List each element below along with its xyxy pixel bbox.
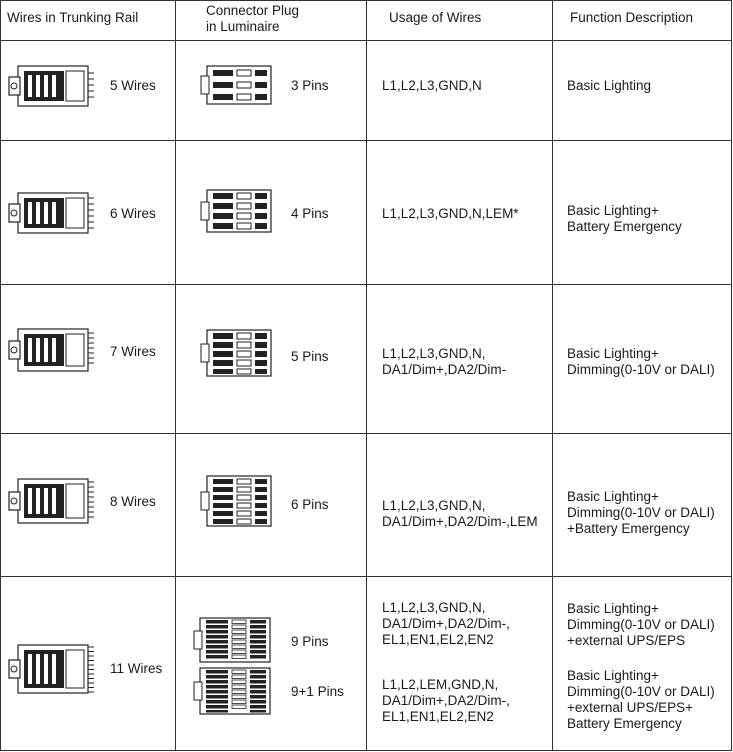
pins-count: 9 Pins <box>291 634 329 649</box>
connector-plug-image <box>192 666 274 716</box>
function-description: Basic Lighting+ Battery Emergency <box>567 203 682 234</box>
wires-count: 5 Wires <box>110 78 156 93</box>
header-connector-plug: Connector Plug in Luminaire <box>206 3 300 34</box>
wires-count: 7 Wires <box>110 344 156 359</box>
function-description: Basic Lighting+ Dimming(0-10V or DALI) <box>567 346 715 377</box>
trunking-rail-connector-image <box>6 190 96 236</box>
function-description: Basic Lighting <box>567 78 652 93</box>
wire-usage: L1,L2,L3,GND,N, DA1/Dim+,DA2/Dim- <box>382 346 507 377</box>
wire-usage: L1,L2,L3,GND,N,LEM* <box>382 206 519 221</box>
connector-plug-image <box>199 328 277 378</box>
function-description: Basic Lighting+ Dimming(0-10V or DALI) +… <box>567 668 715 731</box>
connector-plug-image <box>199 64 277 106</box>
trunking-rail-connector-image <box>6 476 96 526</box>
trunking-rail-connector-image <box>6 642 96 696</box>
pins-count: 5 Pins <box>291 349 329 364</box>
wires-count: 8 Wires <box>110 494 156 509</box>
wire-usage: L1,L2,L3,GND,N <box>382 78 482 93</box>
connector-plug-image <box>199 474 277 528</box>
pins-count: 4 Pins <box>291 206 329 221</box>
header-wires-rail: Wires in Trunking Rail <box>7 10 139 25</box>
connector-plug-image <box>192 616 274 664</box>
pins-count: 9+1 Pins <box>291 684 344 699</box>
wire-usage: L1,L2,L3,GND,N, DA1/Dim+,DA2/Dim-,LEM <box>382 498 538 529</box>
header-usage: Usage of Wires <box>389 10 482 25</box>
connector-plug-image <box>199 188 277 234</box>
function-description: Basic Lighting+ Dimming(0-10V or DALI) +… <box>567 601 715 648</box>
function-description: Basic Lighting+ Dimming(0-10V or DALI) +… <box>567 489 715 536</box>
wires-count: 6 Wires <box>110 206 156 221</box>
header-function: Function Description <box>570 10 694 25</box>
trunking-rail-connector-image <box>6 63 96 109</box>
wires-count: 11 Wires <box>110 661 163 676</box>
pins-count: 3 Pins <box>291 78 329 93</box>
pins-count: 6 Pins <box>291 497 329 512</box>
wire-usage: L1,L2,L3,GND,N, DA1/Dim+,DA2/Dim-, EL1,E… <box>382 600 510 647</box>
wire-usage: L1,L2,LEM,GND,N, DA1/Dim+,DA2/Dim-, EL1,… <box>382 677 510 724</box>
trunking-rail-connector-image <box>6 326 96 374</box>
